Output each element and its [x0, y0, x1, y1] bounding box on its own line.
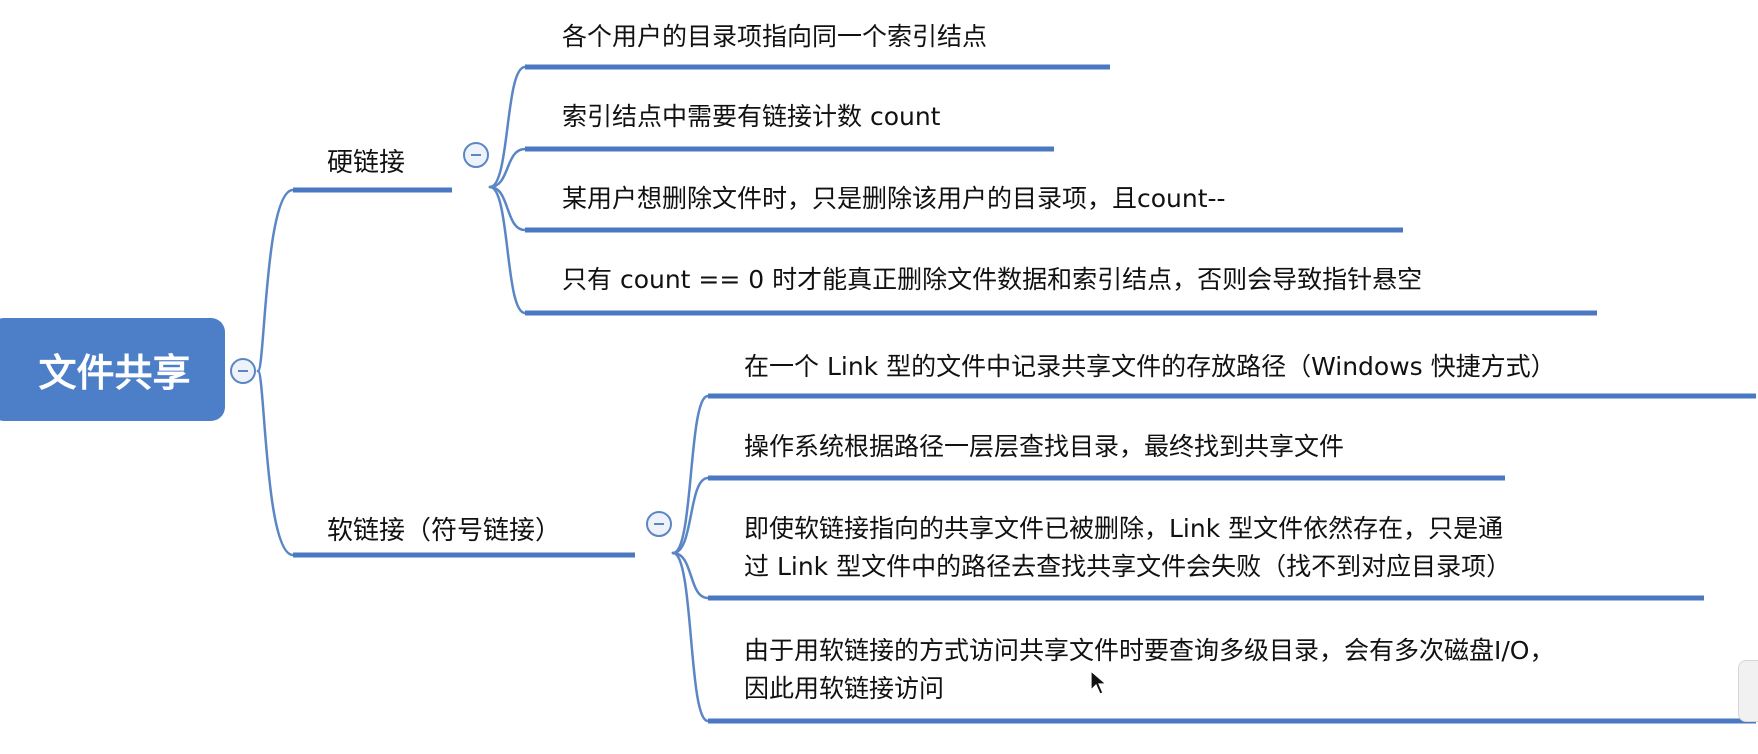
root-node[interactable]: 文件共享	[0, 318, 225, 421]
soft-link-item-2[interactable]: 操作系统根据路径一层层查找目录，最终找到共享文件	[744, 428, 1344, 466]
soft-link-item-1[interactable]: 在一个 Link 型的文件中记录共享文件的存放路径（Windows 快捷方式）	[744, 348, 1556, 386]
hard-link-item-1[interactable]: 各个用户的目录项指向同一个索引结点	[562, 18, 987, 56]
hard-link-item-2-line-1: 索引结点中需要有链接计数 count	[562, 102, 941, 131]
root-collapse-button[interactable]	[230, 358, 256, 384]
soft-link-item-4-line-2: 因此用软链接访问	[744, 674, 945, 703]
edge-hard-link-item-3	[488, 185, 527, 232]
edge-hard-link-item-1	[488, 65, 527, 189]
edge-hard-link-item-2	[488, 147, 527, 189]
branch-soft-link-collapse-button[interactable]	[646, 511, 672, 537]
hard-link-item-4-line-1: 只有 count == 0 时才能真正删除文件数据和索引结点，否则会导致指针悬空	[562, 265, 1423, 294]
side-panel-handle[interactable]	[1738, 660, 1758, 722]
hard-link-item-1-line-1: 各个用户的目录项指向同一个索引结点	[562, 22, 988, 51]
soft-link-item-4[interactable]: 由于用软链接的方式访问共享文件时要查询多级目录，会有多次磁盘I/O， 因此用软链…	[744, 632, 1554, 708]
hard-link-item-2[interactable]: 索引结点中需要有链接计数 count	[562, 98, 940, 136]
hard-link-item-4[interactable]: 只有 count == 0 时才能真正删除文件数据和索引结点，否则会导致指针悬空	[562, 261, 1422, 299]
branch-soft-link-label[interactable]: 软链接（符号链接）	[327, 516, 562, 546]
edge-root-hard-link	[256, 188, 295, 373]
edge-root-soft-link	[256, 369, 295, 557]
edge-soft-link-item-4	[671, 551, 710, 723]
soft-link-item-4-line-1: 由于用软链接的方式访问共享文件时要查询多级目录，会有多次磁盘I/O，	[744, 636, 1555, 665]
soft-link-item-3[interactable]: 即使软链接指向的共享文件已被删除，Link 型文件依然存在，只是通 过 Link…	[744, 510, 1511, 586]
edge-soft-link-item-1	[671, 394, 710, 555]
soft-link-item-1-line-1: 在一个 Link 型的文件中记录共享文件的存放路径（Windows 快捷方式）	[744, 352, 1556, 381]
soft-link-item-3-line-1: 即使软链接指向的共享文件已被删除，Link 型文件依然存在，只是通	[744, 514, 1504, 543]
hard-link-item-3-line-1: 某用户想删除文件时，只是删除该用户的目录项，且count--	[562, 184, 1226, 213]
edge-hard-link-item-4	[488, 185, 527, 315]
soft-link-item-2-line-1: 操作系统根据路径一层层查找目录，最终找到共享文件	[744, 432, 1345, 461]
branch-hard-link-collapse-button[interactable]	[463, 142, 489, 168]
edge-soft-link-item-2	[671, 476, 710, 555]
hard-link-item-3[interactable]: 某用户想删除文件时，只是删除该用户的目录项，且count--	[562, 180, 1226, 218]
edge-soft-link-item-3	[671, 551, 710, 600]
branch-hard-link-label[interactable]: 硬链接	[327, 148, 406, 178]
root-label: 文件共享	[38, 351, 191, 395]
soft-link-item-3-line-2: 过 Link 型文件中的路径去查找共享文件会失败（找不到对应目录项）	[744, 552, 1512, 581]
